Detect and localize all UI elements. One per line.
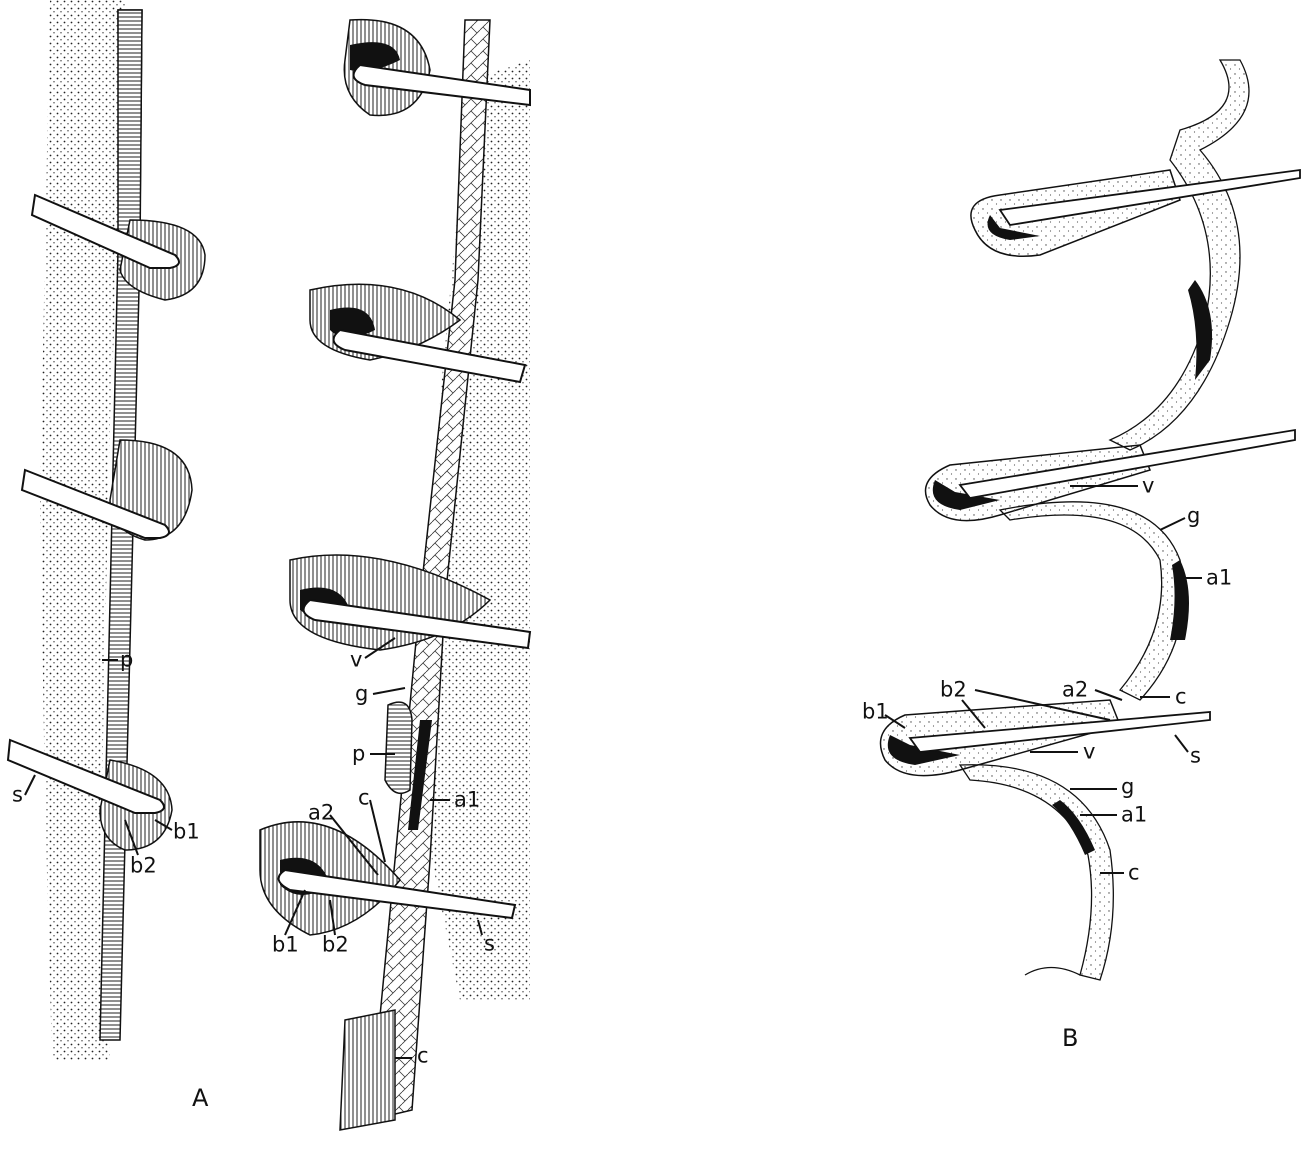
label-b1: b1 [173, 819, 200, 844]
label-b2: b2 [940, 677, 967, 702]
label-c: c [1128, 860, 1140, 885]
label-g: g [355, 681, 369, 706]
label-g: g [1187, 503, 1201, 528]
label-v: v [350, 647, 363, 672]
panel-label-b: B [1062, 1024, 1079, 1052]
label-a2: a2 [308, 800, 335, 825]
label-p: p [352, 741, 366, 766]
label-a1: a1 [1206, 565, 1233, 590]
label-b1: b1 [862, 699, 889, 724]
label-a2: a2 [1062, 677, 1089, 702]
label-s: s [12, 782, 23, 807]
panel-a-left-drawing [6, 0, 206, 1060]
label-c: c [1175, 684, 1187, 709]
panel-b-drawing [879, 59, 1301, 981]
label-v: v [1083, 739, 1096, 764]
panel-a-right-drawing [259, 18, 532, 1131]
label-a1: a1 [1121, 802, 1148, 827]
label-c: c [358, 785, 370, 810]
label-c: c [417, 1043, 429, 1068]
panel-label-a: A [192, 1084, 209, 1112]
label-v: v [1142, 473, 1155, 498]
label-g: g [1121, 774, 1135, 799]
label-b2: b2 [130, 853, 157, 878]
label-s: s [484, 931, 495, 956]
label-b1: b1 [272, 932, 299, 957]
label-s: s [1190, 743, 1201, 768]
label-a1: a1 [454, 787, 481, 812]
label-p: p [120, 647, 134, 672]
label-b2: b2 [322, 932, 349, 957]
